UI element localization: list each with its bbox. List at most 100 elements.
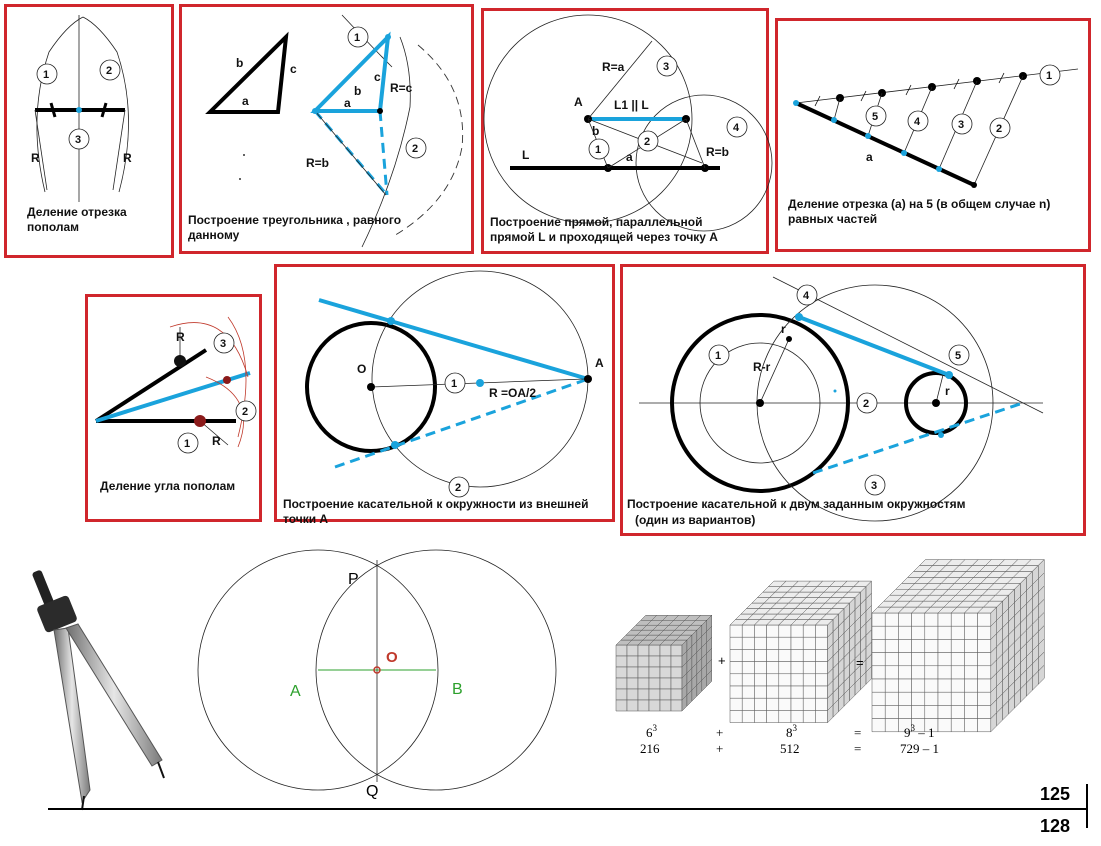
cube-3-front-cell <box>871 718 886 733</box>
cube-2-front-cell <box>778 697 792 711</box>
cube-1-front-cell <box>648 677 661 690</box>
cube-3-front-cell <box>911 705 926 719</box>
cube-1-front-cell <box>637 655 650 668</box>
cube-2-front-cell <box>790 636 804 650</box>
caption-bisect-angle: Деление угла пополам <box>100 479 236 493</box>
cube-3-front-cell <box>977 718 992 733</box>
cubes-value-3: 729 – 1 <box>900 741 939 756</box>
cube-2-front-cell <box>790 661 804 675</box>
cubes-plus-value: + <box>716 741 723 756</box>
bisect-label-r-right: R <box>123 151 132 165</box>
cube-3-front-cell <box>964 639 978 653</box>
tangent-two-circles-drawing: 4 r 1 R-r 2 5 r 3 <box>639 276 1044 522</box>
cube-3-front-cell <box>871 652 886 667</box>
cube-3-front-cell <box>884 652 899 667</box>
cube-3-front-cell <box>911 678 926 693</box>
bisect-label-1: 1 <box>43 69 49 81</box>
cube-1-front-cell <box>670 677 683 690</box>
cube-1-front-cell <box>670 655 683 668</box>
angle-label-1: 1 <box>184 438 190 450</box>
bisector-figure: P Q A B O <box>197 549 557 800</box>
div-label-3: 3 <box>958 119 964 131</box>
cube-2-front-cell <box>790 710 804 723</box>
cube-3-front-cell <box>871 691 886 706</box>
cubes-eq-1: = <box>856 655 864 670</box>
cube-3-front-cell <box>924 625 939 640</box>
caption-tangent-two-circles-2: (один из вариантов) <box>635 513 756 527</box>
cube-2-front-cell <box>766 685 780 699</box>
cube-3-front-cell <box>871 612 886 627</box>
cube-3-front-cell <box>884 639 899 653</box>
cube-1-front-cell <box>659 677 672 690</box>
page-number-divider <box>1086 784 1088 828</box>
cube-1-front-cell <box>648 644 661 657</box>
cube-3-front-cell <box>937 678 952 693</box>
cube-1-front-cell <box>670 644 683 657</box>
div-label-4: 4 <box>914 116 921 128</box>
cube-3-front-cell <box>937 718 952 733</box>
cube-3-front-cell <box>937 665 952 680</box>
cube-2-front-cell <box>754 649 767 662</box>
cube-2-front-cell <box>815 636 828 650</box>
cube-2-front-cell <box>802 685 816 699</box>
cube-2-front-cell <box>729 624 743 638</box>
cube-2-front-cell <box>754 685 767 699</box>
tri-label-a: a <box>242 94 249 108</box>
tan-two-label-3: 3 <box>871 480 877 492</box>
cube-3-front-cell <box>964 625 978 640</box>
cube-3-front-cell <box>964 665 978 680</box>
cube-3-side-cell <box>1038 664 1045 685</box>
cube-3-front-cell <box>977 625 992 640</box>
cube-1-front-cell <box>670 699 683 712</box>
cube-2-front-cell <box>778 649 792 662</box>
cube-2-front-cell <box>802 697 816 711</box>
angle-label-r-bottom: R <box>212 434 221 448</box>
cube-3-front-cell <box>924 612 939 627</box>
panel-tangent-two-circles: 4 r 1 R-r 2 5 r 3 Построение касательной… <box>620 264 1086 536</box>
cube-3-front-cell <box>924 705 939 719</box>
page-number-top: 125 <box>1040 784 1071 804</box>
bisector-label-A: A <box>290 683 301 700</box>
tri-label-c2: c <box>374 70 381 84</box>
panel-parallel-line: R=a 3 A L1 || L b 4 2 1 L a R=b Построен… <box>481 8 773 254</box>
cube-2-front-cell <box>729 673 743 687</box>
cube-2-front-cell <box>741 710 755 723</box>
tan-ext-label-O: O <box>357 362 366 376</box>
bisector-label-P: P <box>348 571 359 588</box>
div-label-2: 2 <box>996 123 1002 135</box>
cubes-eq-expr: = <box>854 725 861 740</box>
cube-3-front-cell <box>884 678 899 693</box>
par-label-A: A <box>574 95 583 109</box>
tan-two-label-5: 5 <box>955 350 961 362</box>
cube-3-front-cell <box>977 652 992 667</box>
cube-1-front-cell <box>648 688 661 701</box>
tan-two-label-4: 4 <box>803 290 810 302</box>
cube-3-front-cell <box>884 718 899 733</box>
cube-1-front-cell <box>637 666 650 679</box>
cube-1-front-cell <box>615 666 628 679</box>
cube-1-front-cell <box>659 666 672 679</box>
cube-1-front-cell <box>626 688 639 701</box>
cube-1-front-cell <box>626 666 639 679</box>
cube-3-front-cell <box>871 705 886 719</box>
cube-3-front-cell <box>898 652 912 667</box>
cube-3-front-cell <box>884 691 899 706</box>
tri-label-2: 2 <box>412 143 418 155</box>
cube-3-front-cell <box>977 678 992 693</box>
div-label-a: a <box>866 150 873 164</box>
tri-label-b2: b <box>354 84 361 98</box>
tan-two-label-2: 2 <box>863 398 869 410</box>
par-label-1: 1 <box>595 144 601 156</box>
tri-label-1: 1 <box>354 32 360 44</box>
cube-3-front-cell <box>977 705 992 719</box>
cube-3-front-cell <box>898 665 912 680</box>
cube-2-front-cell <box>790 673 804 687</box>
cube-3-front-cell <box>911 625 926 640</box>
cube-2-front-cell <box>754 710 767 723</box>
cube-3-front-cell <box>924 665 939 680</box>
bottom-rule <box>48 808 1088 810</box>
cube-2-front-cell <box>778 710 792 723</box>
cube-2-front-cell <box>778 685 792 699</box>
cube-3-front-cell <box>964 652 978 667</box>
tan-ext-label-A: A <box>595 356 604 370</box>
